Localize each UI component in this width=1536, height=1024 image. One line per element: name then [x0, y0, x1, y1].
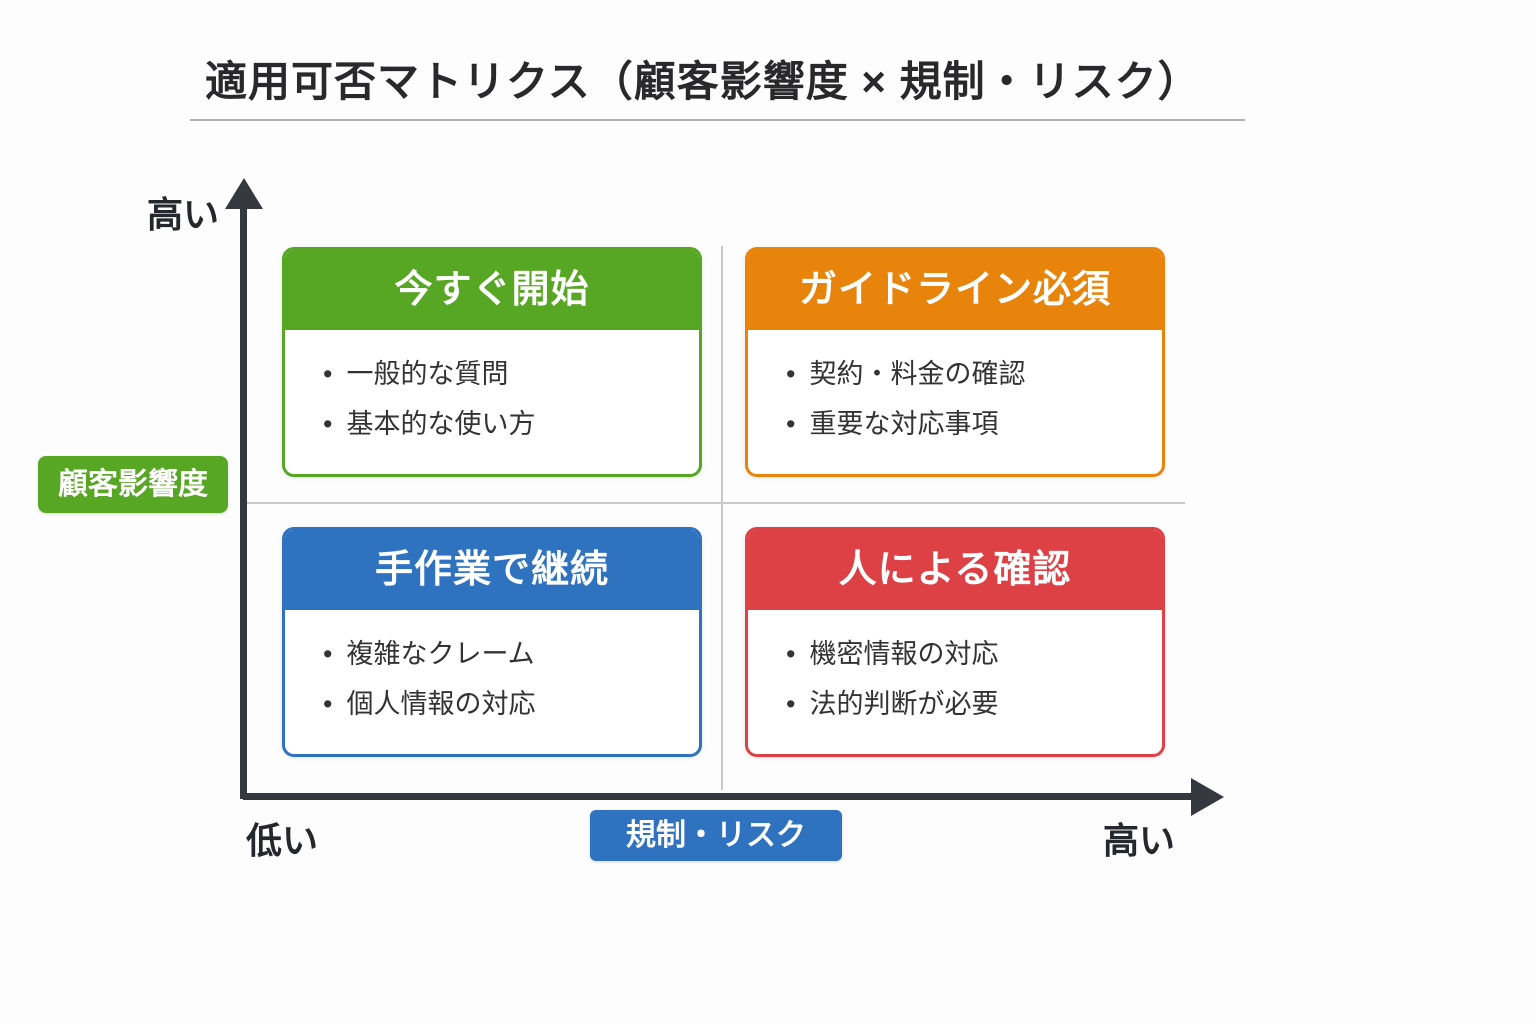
- quadrant-body: • 機密情報の対応 • 法的判断が必要: [748, 610, 1162, 722]
- bullet-item: • 個人情報の対応: [323, 686, 699, 722]
- bullet-marker: •: [786, 409, 796, 439]
- x-axis-high-label: 高い: [1103, 820, 1176, 861]
- bullet-text: 契約・料金の確認: [809, 359, 1026, 389]
- bullet-item: • 機密情報の対応: [786, 636, 1162, 672]
- quadrant-title: 手作業で継続: [285, 530, 699, 610]
- bullet-marker: •: [323, 409, 333, 439]
- bullet-text: 一般的な質問: [346, 359, 509, 389]
- quadrant-card-start-now: 今すぐ開始 • 一般的な質問 • 基本的な使い方: [282, 247, 702, 477]
- bullet-marker: •: [786, 359, 796, 389]
- bullet-item: • 基本的な使い方: [323, 406, 699, 442]
- quadrant-card-guideline-required: ガイドライン必須 • 契約・料金の確認 • 重要な対応事項: [745, 247, 1165, 477]
- quadrant-body: • 一般的な質問 • 基本的な使い方: [285, 330, 699, 442]
- bullet-marker: •: [323, 359, 333, 389]
- quadrant-title: 今すぐ開始: [285, 250, 699, 330]
- quadrant-body: • 契約・料金の確認 • 重要な対応事項: [748, 330, 1162, 442]
- x-axis-low-label: 低い: [246, 820, 319, 861]
- quadrant-card-human-review: 人による確認 • 機密情報の対応 • 法的判断が必要: [745, 527, 1165, 757]
- bullet-marker: •: [323, 689, 333, 719]
- bullet-text: 機密情報の対応: [809, 639, 999, 669]
- bullet-text: 個人情報の対応: [346, 689, 536, 719]
- bullet-item: • 重要な対応事項: [786, 406, 1162, 442]
- page-title: 適用可否マトリクス（顧客影響度 × 規制・リスク）: [205, 58, 1201, 105]
- bullet-marker: •: [786, 689, 796, 719]
- quadrant-title: ガイドライン必須: [748, 250, 1162, 330]
- bullet-text: 複雑なクレーム: [346, 639, 535, 669]
- quadrant-body: • 複雑なクレーム • 個人情報の対応: [285, 610, 699, 722]
- y-axis-line: [240, 203, 247, 799]
- bullet-item: • 契約・料金の確認: [786, 356, 1162, 392]
- x-axis-line: [243, 793, 1193, 800]
- bullet-marker: •: [323, 639, 333, 669]
- bullet-item: • 複雑なクレーム: [323, 636, 699, 672]
- bullet-item: • 一般的な質問: [323, 356, 699, 392]
- y-axis-high-label: 高い: [147, 194, 220, 235]
- x-axis-badge: 規制・リスク: [590, 810, 842, 861]
- x-axis-arrowhead-icon: [1191, 778, 1224, 816]
- y-axis-arrowhead-icon: [225, 178, 263, 209]
- quadrant-divider-vertical: [721, 246, 723, 790]
- y-axis-badge: 顧客影響度: [38, 456, 228, 513]
- quadrant-card-continue-manually: 手作業で継続 • 複雑なクレーム • 個人情報の対応: [282, 527, 702, 757]
- bullet-text: 法的判断が必要: [809, 689, 999, 719]
- bullet-text: 重要な対応事項: [809, 409, 999, 439]
- quadrant-divider-horizontal: [247, 502, 1185, 504]
- quadrant-title: 人による確認: [748, 530, 1162, 610]
- bullet-marker: •: [786, 639, 796, 669]
- title-underline: [190, 119, 1245, 121]
- bullet-text: 基本的な使い方: [346, 409, 536, 439]
- bullet-item: • 法的判断が必要: [786, 686, 1162, 722]
